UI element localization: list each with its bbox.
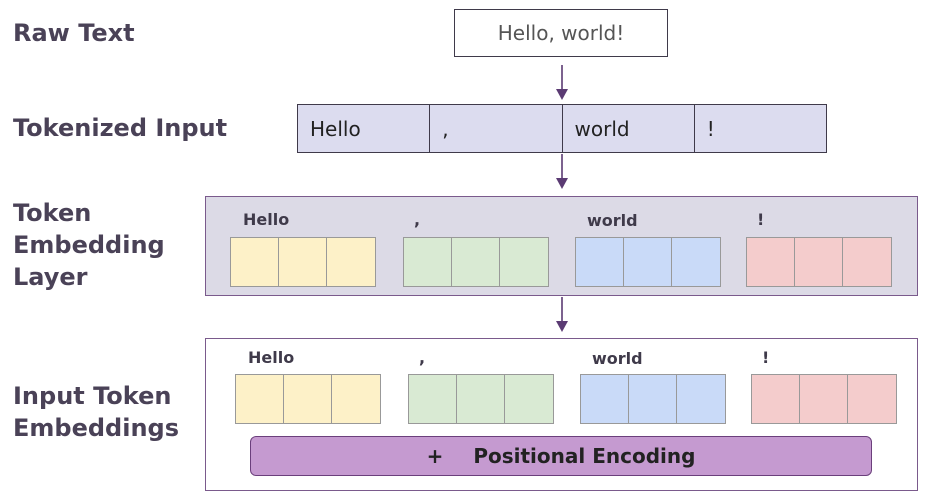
input-embedding-vector bbox=[408, 374, 554, 424]
tokenized-input-label: Tokenized Input bbox=[13, 114, 228, 142]
arrow-down-icon bbox=[556, 297, 568, 332]
token-embedding-layer-label-line-3: Layer bbox=[13, 263, 88, 291]
embedding-token-label: ! bbox=[757, 210, 765, 229]
tokenized-input-strip: Hello , world ! bbox=[297, 104, 827, 153]
input-embedding-token-label: , bbox=[419, 348, 426, 367]
raw-text-box: Hello, world! bbox=[454, 9, 668, 57]
arrow-down-icon bbox=[556, 65, 568, 100]
token-cell: Hello bbox=[298, 105, 431, 152]
input-embedding-vector bbox=[235, 374, 381, 424]
plus-icon: + bbox=[426, 444, 444, 468]
token-embedding-layer-label: Token Embedding Layer bbox=[13, 197, 165, 293]
token-cell: ! bbox=[706, 116, 715, 141]
embedding-token-label: , bbox=[414, 210, 421, 229]
input-embedding-token-label: Hello bbox=[248, 348, 295, 367]
input-embedding-token-label: ! bbox=[762, 348, 770, 367]
input-token-embeddings-label: Input Token Embeddings bbox=[13, 380, 179, 444]
token-cell: world bbox=[563, 105, 695, 152]
input-token-embeddings-label-line-1: Input Token bbox=[13, 382, 172, 410]
embedding-token-label: world bbox=[587, 211, 638, 230]
embedding-vector bbox=[403, 237, 549, 287]
embedding-vector bbox=[575, 237, 721, 287]
token-embedding-layer-label-line-1: Token bbox=[13, 199, 92, 227]
input-embedding-token-label: world bbox=[592, 349, 643, 368]
positional-encoding-bar: + Positional Encoding bbox=[250, 436, 872, 476]
raw-text-label: Raw Text bbox=[13, 19, 135, 47]
raw-text-value: Hello, world! bbox=[497, 21, 625, 45]
embedding-vector bbox=[230, 237, 376, 287]
token-embedding-layer-label-line-2: Embedding bbox=[13, 231, 165, 259]
positional-encoding-label: Positional Encoding bbox=[473, 444, 696, 468]
input-embedding-vector bbox=[580, 374, 726, 424]
arrow-down-icon bbox=[556, 154, 568, 189]
input-token-embeddings-label-line-2: Embeddings bbox=[13, 414, 179, 442]
input-embedding-vector bbox=[751, 374, 897, 424]
token-cell: , bbox=[430, 105, 563, 152]
embedding-vector bbox=[746, 237, 892, 287]
embedding-token-label: Hello bbox=[243, 210, 290, 229]
